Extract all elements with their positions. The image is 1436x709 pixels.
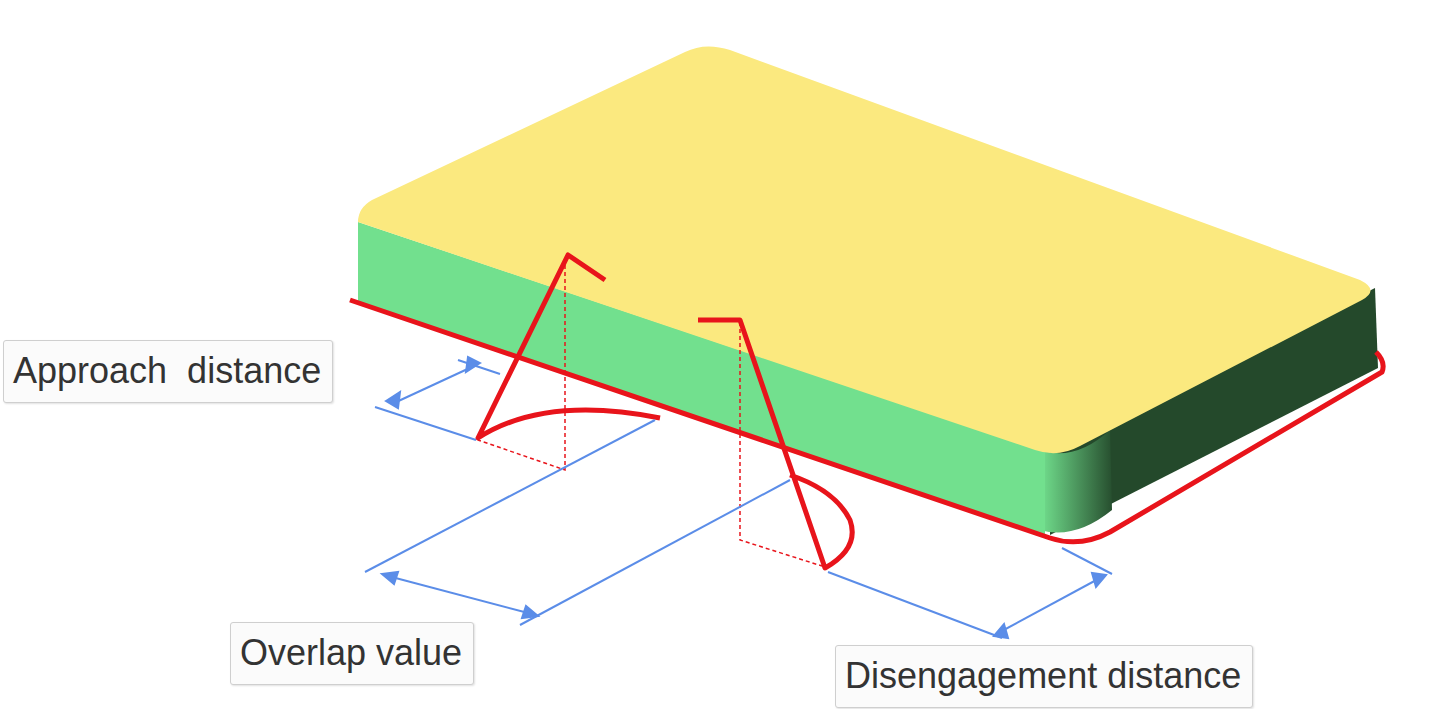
callout-box: Disengagement distance [835, 645, 1253, 708]
disengagement-projection [740, 322, 822, 566]
dimension-line [388, 576, 532, 614]
approach-projection [478, 258, 565, 470]
callout-label: Approach distance [13, 349, 323, 393]
approach-path [478, 255, 660, 438]
arrowhead [1092, 573, 1106, 587]
extension-line [375, 407, 476, 440]
arrowhead [466, 357, 480, 372]
disengagement-path [698, 320, 852, 568]
callout-label: Disengagement distance [845, 654, 1243, 698]
plate-top [358, 46, 1371, 453]
extension-line [1062, 548, 1112, 574]
dimension-line [392, 366, 474, 404]
arrowhead [382, 572, 398, 584]
arrowhead [994, 624, 1008, 638]
callout-box: Overlap value [230, 622, 474, 685]
extension-line [365, 420, 655, 572]
toolpath-contour [350, 300, 1383, 542]
callout-label: Overlap value [240, 631, 464, 675]
callout-box: Approach distance [3, 340, 333, 403]
extension-line [828, 572, 1002, 638]
dimension-lines [365, 357, 1112, 638]
arrowhead [386, 392, 400, 408]
dimension-line [1000, 578, 1100, 632]
arrowhead [522, 606, 538, 618]
extension-line [520, 480, 790, 625]
